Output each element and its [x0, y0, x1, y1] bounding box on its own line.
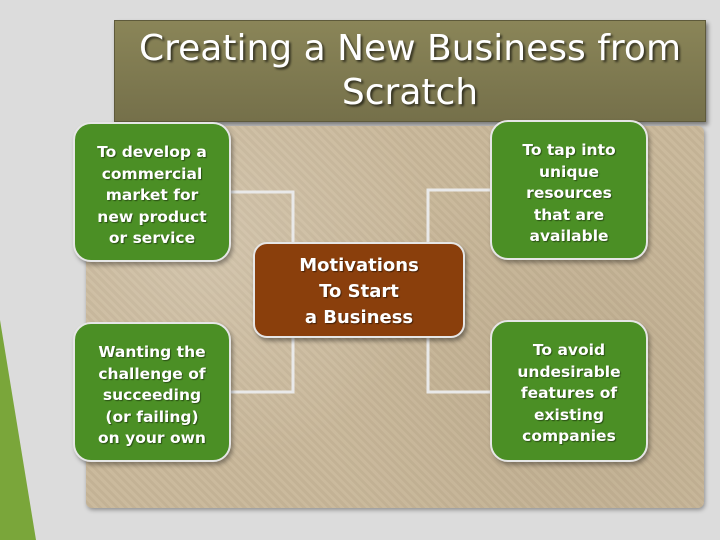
node-line: challenge of: [98, 364, 206, 383]
node-line: unique: [538, 162, 600, 181]
node-line: existing: [534, 405, 604, 424]
node-line: that are: [533, 205, 605, 224]
node-avoid-features: To avoid undesirable features of existin…: [490, 320, 648, 462]
left-accent-stripe: [0, 320, 36, 540]
connector-top-right: [426, 188, 490, 244]
node-challenge: Wanting the challenge of succeeding (or …: [73, 322, 231, 462]
node-line: or service: [108, 229, 196, 247]
node-line: companies: [522, 427, 616, 445]
connector-bottom-right: [426, 336, 490, 394]
node-line: succeeding: [102, 386, 202, 404]
node-line: market for: [105, 186, 199, 204]
node-line: To tap into: [522, 141, 616, 159]
node-line: available: [529, 227, 609, 245]
center-line: To Start: [319, 281, 399, 302]
center-line: Motivations: [299, 255, 419, 276]
node-line: (or failing): [105, 407, 199, 426]
node-line: undesirable: [517, 362, 621, 381]
node-line: on your own: [98, 429, 206, 447]
connector-bottom-left: [230, 336, 295, 394]
node-line: Wanting the: [98, 343, 206, 361]
node-line: new product: [97, 207, 207, 226]
center-line: a Business: [304, 307, 414, 328]
center-node-motivations: Motivations To Start a Business: [253, 242, 465, 338]
node-line: To avoid: [532, 341, 606, 359]
node-line: resources: [526, 184, 612, 202]
title-banner: Creating a New Business from Scratch: [114, 20, 706, 122]
node-line: features of: [520, 384, 618, 402]
node-tap-resources: To tap into unique resources that are av…: [490, 120, 648, 260]
node-line: To develop a: [97, 143, 207, 161]
node-line: commercial: [101, 164, 203, 183]
node-develop-market: To develop a commercial market for new p…: [73, 122, 231, 262]
connector-top-left: [230, 190, 295, 244]
slide-title: Creating a New Business from Scratch: [138, 28, 682, 113]
